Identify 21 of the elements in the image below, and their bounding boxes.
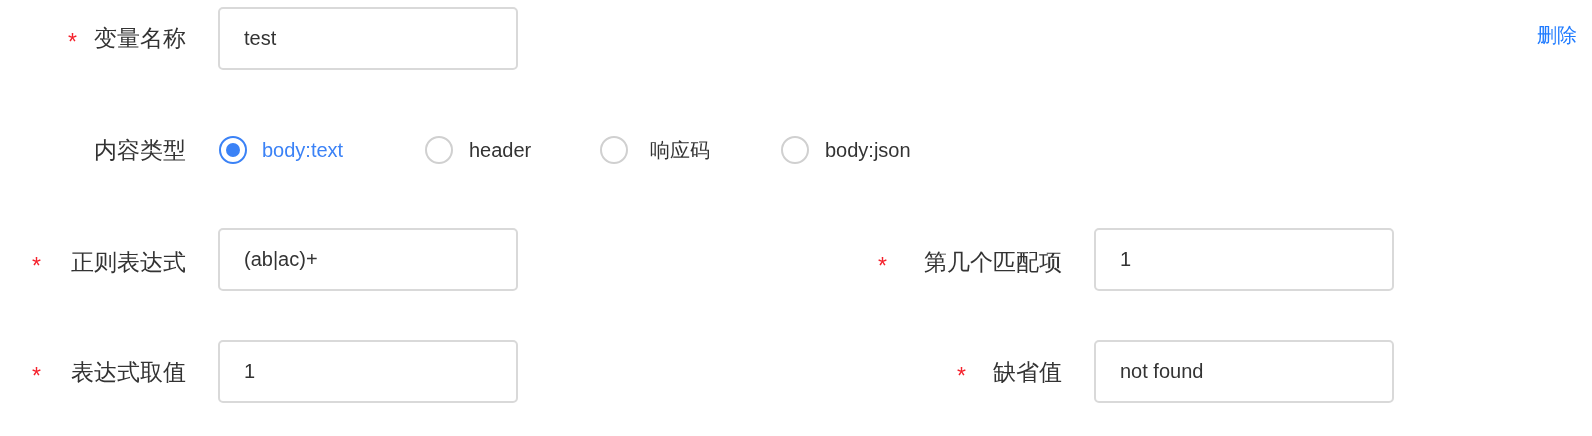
input-field: not found — [1094, 340, 1394, 403]
required-mark: * — [878, 252, 887, 281]
field-label: 内容类型 — [94, 136, 186, 165]
required-mark: * — [32, 252, 41, 281]
option-label: body:text — [262, 138, 344, 163]
field-label: 第几个匹配项 — [924, 248, 1062, 277]
input-field: test — [218, 7, 518, 70]
field-label: 正则表达式 — [71, 248, 186, 277]
required-mark: * — [68, 28, 77, 57]
option-label: header — [469, 138, 532, 163]
field-label: 变量名称 — [94, 24, 186, 53]
field-label: 表达式取值 — [71, 358, 186, 387]
option-label: 响应码 — [650, 138, 710, 163]
required-mark: * — [32, 362, 41, 391]
delete-link: 删除 — [1537, 23, 1577, 48]
input-field: 1 — [1094, 228, 1394, 291]
input-field: (ab|ac)+ — [218, 228, 518, 291]
field-label: 缺省值 — [993, 358, 1062, 387]
option-label: body:json — [825, 138, 911, 163]
input-field: 1 — [218, 340, 518, 403]
required-mark: * — [957, 362, 966, 391]
